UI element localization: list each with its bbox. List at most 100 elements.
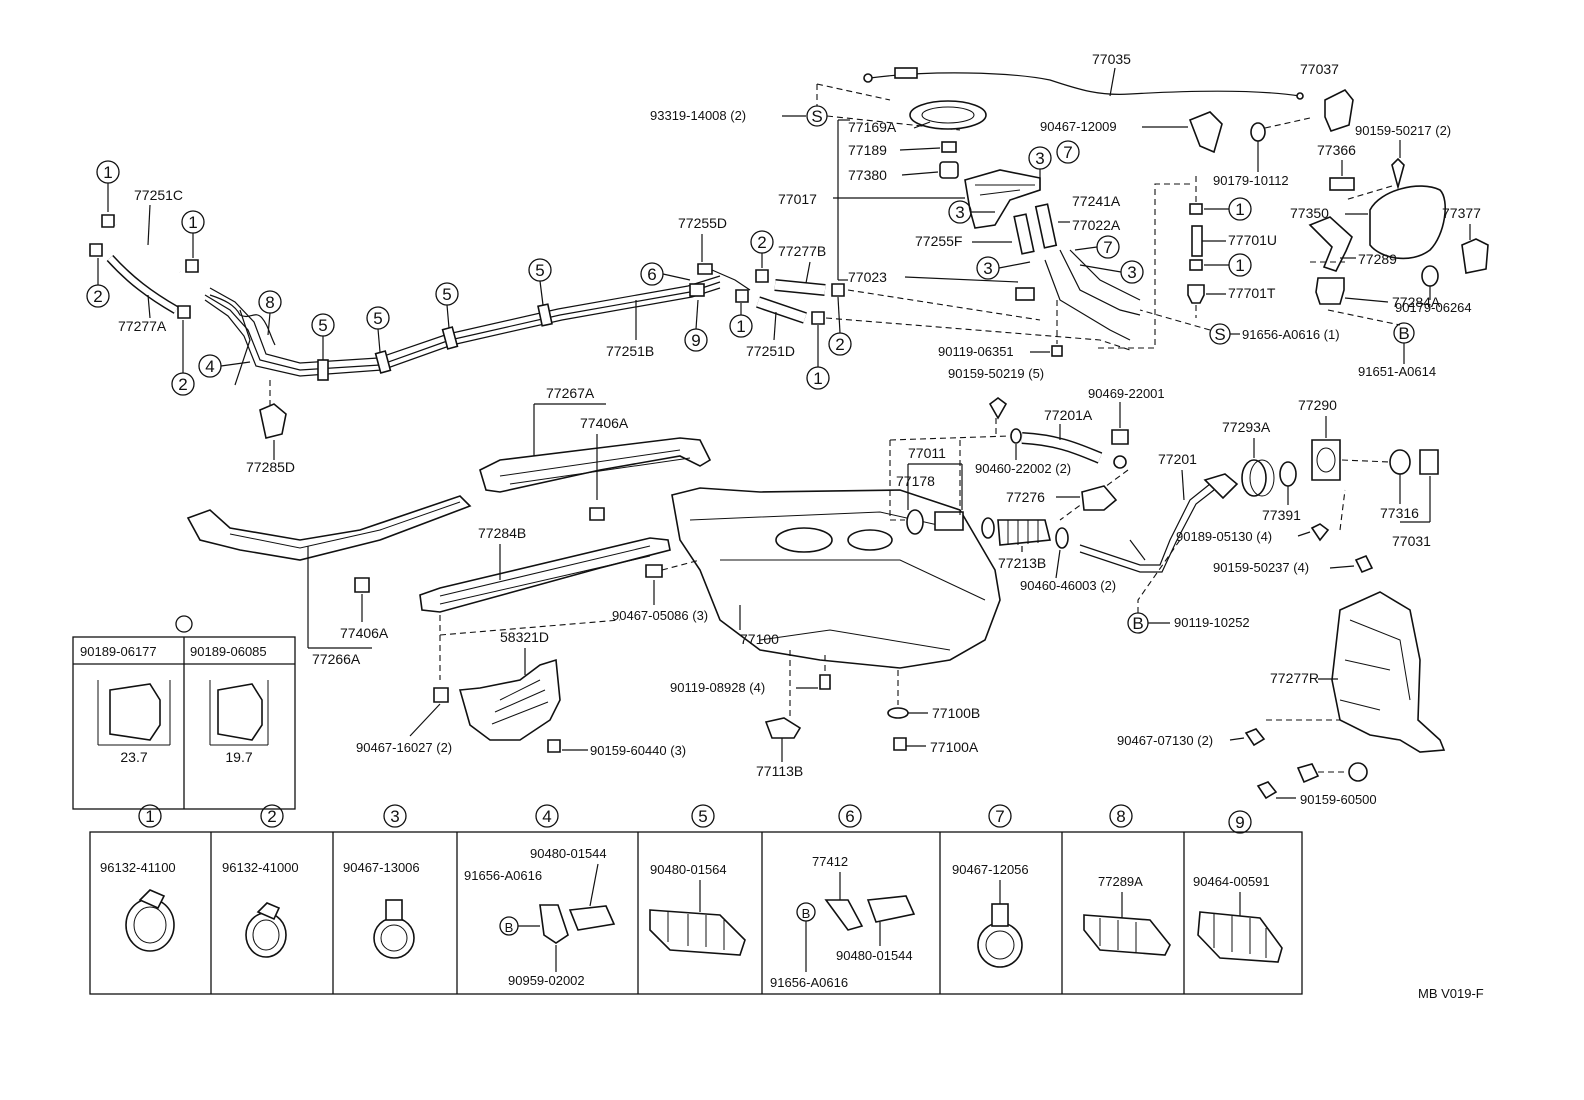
grommet-60500-icon	[1296, 763, 1320, 784]
detail-col2: 90189-06085	[190, 644, 267, 659]
label-77701U: 77701U	[1228, 232, 1277, 248]
svg-text:1: 1	[813, 369, 822, 388]
legend-num-8: 8	[1109, 804, 1133, 828]
detail-col1: 90189-06177	[80, 644, 157, 659]
svg-text:6: 6	[647, 265, 656, 284]
tube-77022A	[1034, 203, 1058, 249]
clip-90469-22001-icon	[1111, 429, 1129, 445]
legend-num-3: 3	[383, 804, 407, 828]
label-93319-14008: 93319-14008 (2)	[650, 108, 746, 123]
svg-text:8: 8	[1116, 807, 1125, 826]
svg-text:2: 2	[93, 287, 102, 306]
svg-text:7: 7	[1103, 238, 1112, 257]
label-77031: 77031	[1392, 533, 1431, 549]
svg-text:1: 1	[145, 807, 154, 826]
marker-2-left-b: 2	[171, 372, 195, 396]
svg-text:5: 5	[373, 309, 382, 328]
marker-8: 8	[258, 290, 282, 314]
label-90179-06264: 90179-06264	[1395, 300, 1472, 315]
svg-text:2: 2	[835, 335, 844, 354]
label-90119-06351: 90119-06351	[938, 344, 1014, 359]
svg-text:5: 5	[318, 316, 327, 335]
part-77276-icon	[1081, 485, 1118, 511]
label-77022A: 77022A	[1072, 217, 1121, 233]
svg-text:6: 6	[845, 807, 854, 826]
strap-77266A	[186, 495, 472, 561]
marker-2-mid: 2	[750, 230, 774, 254]
clip-1-right-icon	[811, 311, 825, 325]
cable-77035	[869, 72, 1301, 97]
strap-77267A	[479, 437, 712, 493]
plug-77100B-icon	[887, 707, 909, 719]
legend-table: 1 2 3 4 5 6 7 8 9 96132-41100 96132-4100…	[89, 804, 1303, 995]
svg-text:3: 3	[390, 807, 399, 826]
marker-b-1: B	[1393, 322, 1415, 344]
detail-box: 90189-06177 90189-06085 23.7 19.7	[72, 615, 296, 810]
legend-part-3: 90467-13006	[343, 860, 420, 875]
clamp-77213B-b	[1055, 527, 1069, 549]
label-77701T: 77701T	[1228, 285, 1276, 301]
bolt-90467-05086-icon	[645, 564, 663, 578]
label-77213B: 77213B	[998, 555, 1046, 571]
clip-77255D-icon	[697, 263, 713, 275]
label-77169A: 77169A	[848, 119, 897, 135]
legend-num-5: 5	[691, 804, 715, 828]
marker-1-vent-bot: 1	[1228, 253, 1252, 277]
cable-end-icon	[1296, 92, 1304, 100]
marker-7b: 7	[1096, 235, 1120, 259]
marker-b-2: B	[1127, 612, 1149, 634]
actuator-77284A	[1315, 277, 1345, 305]
legend-part-5: 90480-01564	[650, 862, 727, 877]
marker-3a: 3	[1028, 146, 1052, 170]
washer-60500-icon	[1348, 762, 1368, 782]
marker-s-2: S	[1209, 323, 1231, 345]
svg-text:3: 3	[955, 203, 964, 222]
label-77201: 77201	[1158, 451, 1197, 467]
marker-1-left-mid: 1	[181, 210, 205, 234]
part-77037-icon	[1324, 88, 1354, 132]
legend-part-8: 77289A	[1098, 874, 1143, 889]
clip-90467-07130-icon	[1244, 728, 1266, 747]
svg-text:2: 2	[757, 233, 766, 252]
clamp-9-legend-icon	[1197, 911, 1283, 963]
label-77035: 77035	[1092, 51, 1131, 67]
gasket-77178-icon	[906, 509, 924, 535]
svg-text:B: B	[1132, 614, 1143, 633]
marker-3d: 3	[1120, 260, 1144, 284]
label-90119-08928: 90119-08928 (4)	[670, 680, 765, 695]
clamp-5-legend-icon	[649, 909, 746, 956]
label-90467-07130: 90467-07130 (2)	[1117, 733, 1213, 748]
clip-2-right-icon	[831, 283, 845, 297]
housing-77290-icon	[1311, 439, 1341, 481]
clip-2-mid-icon	[755, 269, 769, 283]
label-77017: 77017	[778, 191, 817, 207]
legend-num-7: 7	[988, 804, 1012, 828]
svg-text:1: 1	[1235, 256, 1244, 275]
svg-text:B: B	[802, 906, 811, 921]
marker-2-left: 2	[86, 284, 110, 308]
label-77293A: 77293A	[1222, 419, 1271, 435]
legend-part-7: 90467-12056	[952, 862, 1029, 877]
label-77277B: 77277B	[778, 243, 826, 259]
label-90159-60500: 90159-60500	[1300, 792, 1377, 807]
clip-1b-icon	[1189, 259, 1203, 271]
legend-part-4a: 90480-01544	[530, 846, 607, 861]
label-77290: 77290	[1298, 397, 1337, 413]
clamp-5-b	[374, 350, 392, 374]
gasket-77391-icon	[1279, 461, 1297, 487]
label-77277R: 77277R	[1270, 670, 1319, 686]
svg-text:8: 8	[265, 293, 274, 312]
svg-text:2: 2	[178, 375, 187, 394]
label-77100: 77100	[740, 631, 779, 647]
label-77100B: 77100B	[932, 705, 980, 721]
screw-90159-50217-icon	[1391, 157, 1405, 191]
label-77100A: 77100A	[930, 739, 979, 755]
legend-part-1: 96132-41100	[100, 860, 176, 875]
clamp-90467-12009-icon	[1188, 111, 1223, 154]
cable-end-icon	[863, 73, 873, 83]
label-77251B: 77251B	[606, 343, 654, 359]
marker-9: 9	[684, 328, 708, 352]
marker-1-left-top: 1	[96, 160, 120, 184]
grommet-large-icon	[109, 683, 161, 741]
